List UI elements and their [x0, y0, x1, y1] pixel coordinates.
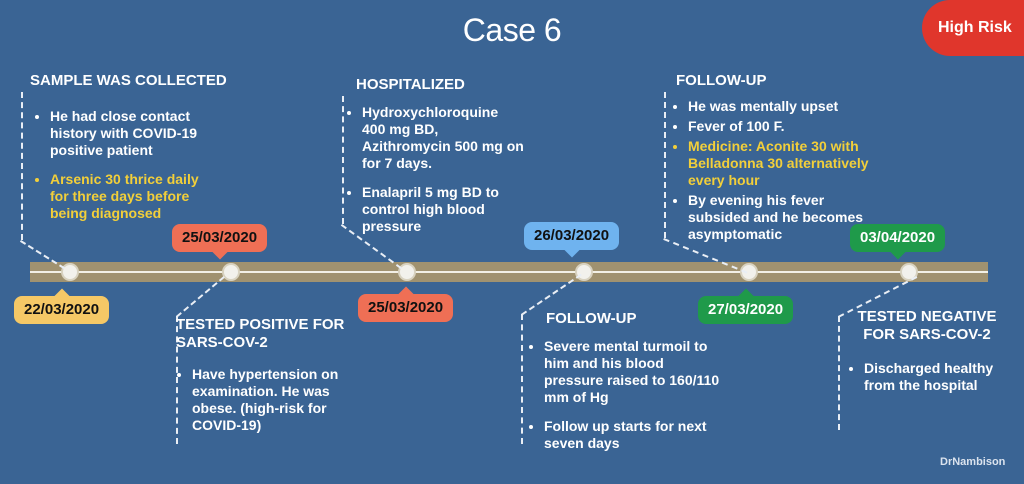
connector-5	[664, 92, 666, 238]
connector-1	[21, 92, 23, 240]
connector-6	[838, 316, 840, 430]
event-2-list: Have hypertension on examination. He was…	[172, 366, 342, 446]
timeline-node-2	[222, 263, 240, 281]
date-badge-4: 26/03/2020	[524, 222, 620, 258]
event-4-bullet-2: Follow up starts for next seven days	[544, 418, 726, 452]
risk-badge: High Risk	[922, 0, 1024, 56]
date-badge-3: 25/03/2020	[358, 286, 454, 322]
event-3-heading: HOSPITALIZED	[356, 76, 465, 93]
connector-2	[176, 316, 178, 444]
date-badge-1: 22/03/2020	[14, 288, 110, 324]
event-4-heading: FOLLOW-UP	[546, 310, 637, 327]
credit-text: DrNambison	[940, 456, 1006, 468]
event-6-heading: TESTED NEGATIVE FOR SARS-COV-2	[857, 308, 997, 343]
event-5-heading: FOLLOW-UP	[676, 72, 767, 89]
event-5-bullet-1: He was mentally upset	[688, 98, 870, 115]
event-2-bullet-1: Have hypertension on examination. He was…	[192, 366, 342, 434]
event-2-heading: TESTED POSITIVE FOR SARS-COV-2	[176, 316, 345, 351]
event-4-list: Severe mental turmoil to him and his blo…	[524, 338, 726, 464]
event-5-list: He was mentally upset Fever of 100 F. Me…	[668, 98, 870, 246]
date-badge-5: 27/03/2020	[698, 288, 794, 324]
event-1-bullet-2: Arsenic 30 thrice daily for three days b…	[50, 171, 202, 222]
date-badge-6: 03/04/2020	[850, 224, 946, 260]
timeline-node-6	[900, 263, 918, 281]
page-title: Case 6	[462, 12, 562, 48]
timeline-node-5	[740, 263, 758, 281]
event-6-list: Discharged healthy from the hospital	[844, 360, 1014, 406]
event-5-bullet-3: Medicine: Aconite 30 with Belladonna 30 …	[688, 138, 870, 189]
event-3-list: Hydroxychloroquine 400 mg BD, Azithromyc…	[342, 104, 524, 247]
connector-3	[342, 96, 344, 224]
timeline-node-1	[61, 263, 79, 281]
event-1-list: He had close contact history with COVID-…	[30, 108, 202, 234]
timeline-node-4	[575, 263, 593, 281]
event-5-bullet-2: Fever of 100 F.	[688, 118, 870, 135]
event-1-heading: SAMPLE WAS COLLECTED	[30, 72, 227, 89]
event-4-bullet-1: Severe mental turmoil to him and his blo…	[544, 338, 726, 406]
connector-2-diag	[176, 276, 225, 318]
event-5-bullet-4: By evening his fever subsided and he bec…	[688, 192, 870, 243]
event-3-bullet-1: Hydroxychloroquine 400 mg BD, Azithromyc…	[362, 104, 524, 172]
timeline-line	[30, 271, 988, 273]
event-1-bullet-1: He had close contact history with COVID-…	[50, 108, 202, 159]
event-3-bullet-2: Enalapril 5 mg BD to control high blood …	[362, 184, 524, 235]
event-6-bullet-1: Discharged healthy from the hospital	[864, 360, 1014, 394]
timeline-node-3	[398, 263, 416, 281]
connector-4	[521, 314, 523, 444]
date-badge-2: 25/03/2020	[172, 224, 268, 260]
